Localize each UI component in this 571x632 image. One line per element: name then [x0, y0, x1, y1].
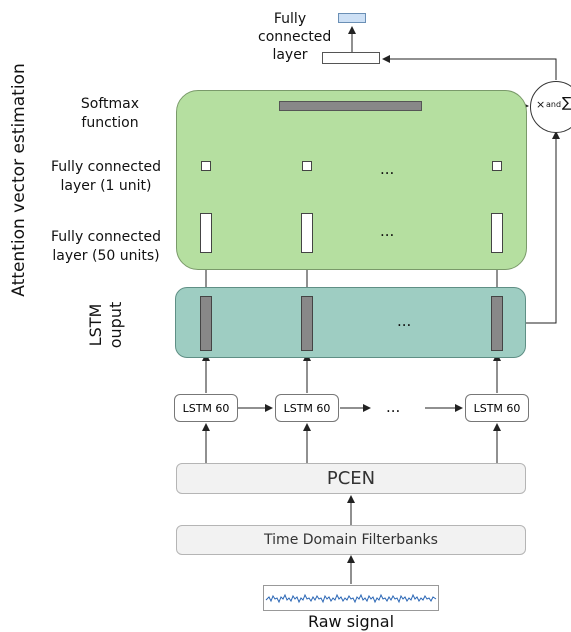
raw-signal-waveform — [263, 585, 439, 611]
pcen-block: PCEN — [176, 463, 526, 494]
top-fc-label: Fully connected layer — [258, 11, 332, 63]
multiply-sum-operator — [530, 81, 571, 133]
lstm-cell: LSTM 60 — [465, 394, 529, 422]
waveform-svg — [265, 593, 437, 604]
fc50-label: Fully connected layer (50 units) — [51, 229, 161, 264]
fc50-ellipsis: ... — [380, 222, 395, 240]
arrow-lstm-output-to-operator — [526, 131, 560, 324]
filterbanks-block: Time Domain Filterbanks — [176, 525, 526, 555]
output-node — [338, 13, 366, 23]
times-symbol: × — [536, 98, 546, 111]
fc1-node — [492, 161, 502, 171]
softmax-bar — [279, 101, 422, 111]
attention-panel — [176, 90, 527, 270]
fc1-label: Fully connected layer (1 unit) — [51, 159, 161, 194]
fc1-node — [201, 161, 211, 171]
lstm-output-panel — [175, 287, 526, 358]
top-fc-node — [322, 52, 380, 64]
fc50-node — [200, 213, 212, 253]
fc1-ellipsis: ... — [380, 160, 395, 178]
and-text: and — [546, 100, 562, 109]
sum-symbol: ∑ — [562, 95, 571, 111]
attention-side-label: Attention vector estimation — [9, 63, 29, 297]
fc50-node — [301, 213, 313, 253]
lstm-output-bar — [301, 296, 313, 351]
lstm-output-bar — [491, 296, 503, 351]
raw-signal-label: Raw signal — [307, 612, 395, 631]
softmax-label: Softmax function — [80, 96, 140, 131]
lstm-cell: LSTM 60 — [275, 394, 339, 422]
lstm-output-label: LSTM ouput — [86, 301, 125, 349]
fc1-node — [302, 161, 312, 171]
lstm-output-ellipsis: ... — [397, 312, 412, 330]
arrow-operator-to-top-fc — [382, 55, 557, 80]
lstm-cell-ellipsis: ... — [386, 398, 401, 416]
lstm-output-bar — [200, 296, 212, 351]
lstm-cell: LSTM 60 — [174, 394, 238, 422]
fc50-node — [491, 213, 503, 253]
